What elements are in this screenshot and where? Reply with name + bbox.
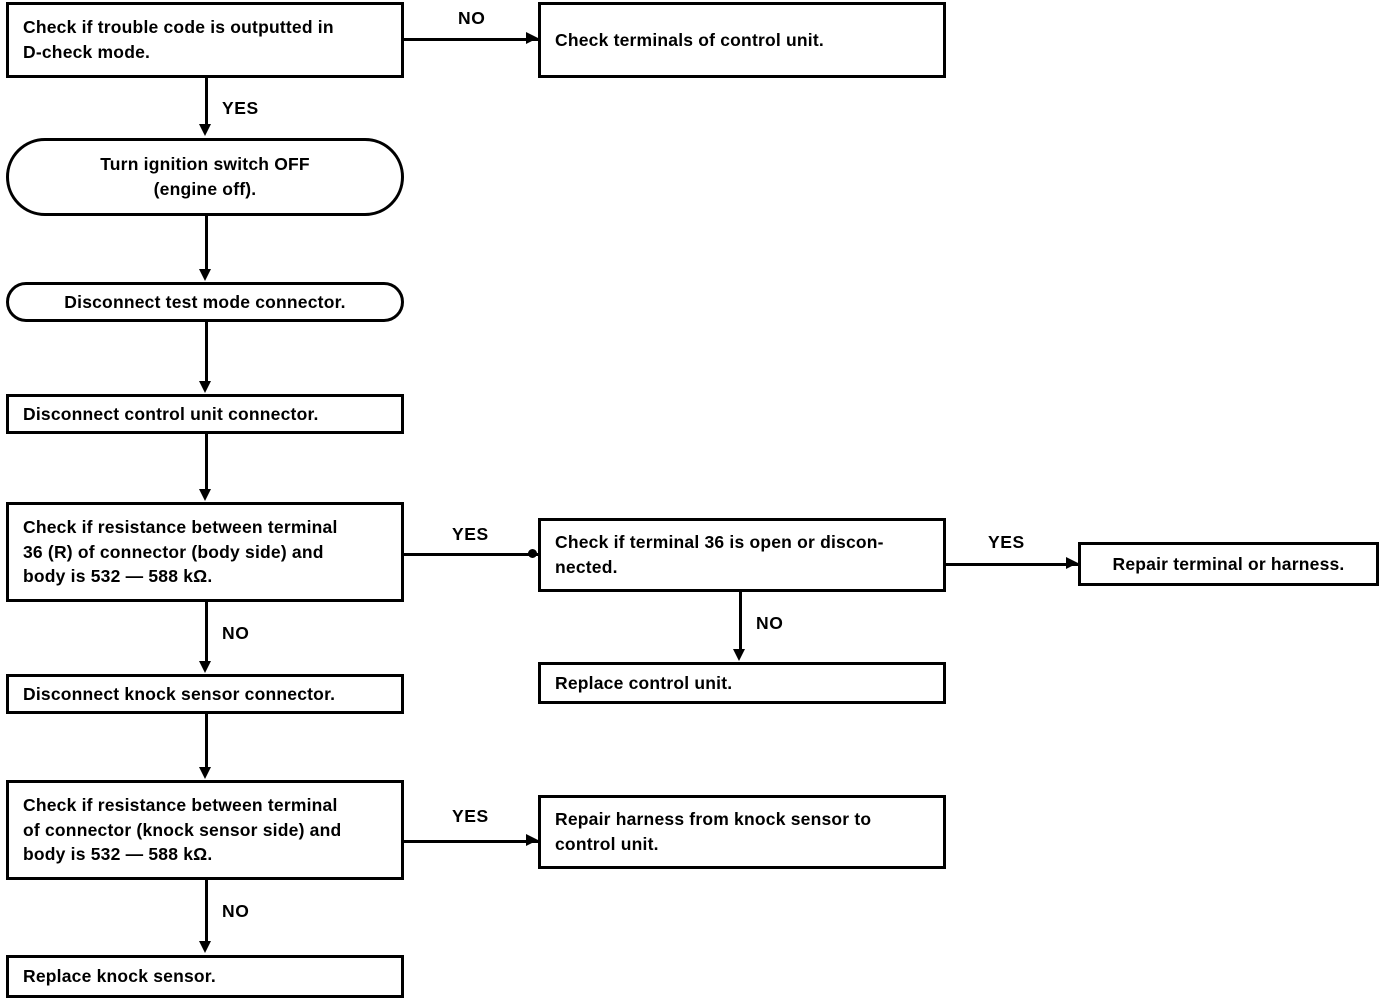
node-check-resistance-body-side[interactable]: Check if resistance between terminal 36 … — [6, 502, 404, 602]
edge-label-no-1: NO — [458, 8, 486, 28]
connector-test-mode-to-control-unit-connector — [205, 322, 208, 384]
node-repair-terminal-or-harness[interactable]: Repair terminal or harness. — [1078, 542, 1379, 586]
node-check-terminal-36-open[interactable]: Check if terminal 36 is open or discon- … — [538, 518, 946, 592]
node-disconnect-knock-sensor-connector-label: Disconnect knock sensor connector. — [23, 683, 336, 704]
arrowhead-to-control-unit-connector — [199, 381, 211, 393]
node-disconnect-test-mode-connector-label: Disconnect test mode connector. — [64, 291, 346, 312]
node-repair-harness-knock-sensor-label: Repair harness from knock sensor to cont… — [555, 809, 872, 854]
node-check-terminal-36-open-label: Check if terminal 36 is open or discon- … — [555, 532, 884, 577]
arrowhead-to-check-terminals — [526, 32, 538, 44]
node-turn-ignition-off[interactable]: Turn ignition switch OFF (engine off). — [6, 138, 404, 216]
arrowhead-to-test-mode — [199, 269, 211, 281]
connector-trouble-code-to-check-terminals — [404, 38, 538, 41]
node-check-terminals-control-unit-label: Check terminals of control unit. — [555, 29, 824, 50]
junction-dot-terminal36 — [528, 549, 537, 558]
node-repair-terminal-or-harness-label: Repair terminal or harness. — [1112, 553, 1345, 574]
node-repair-harness-knock-sensor[interactable]: Repair harness from knock sensor to cont… — [538, 795, 946, 869]
node-replace-knock-sensor-label: Replace knock sensor. — [23, 966, 216, 987]
edge-label-no-4: NO — [222, 901, 250, 921]
edge-label-no-3: NO — [222, 623, 250, 643]
connector-ignition-off-to-test-mode — [205, 216, 208, 272]
connector-trouble-code-to-ignition-off — [205, 78, 208, 126]
arrowhead-to-resistance-check — [199, 489, 211, 501]
arrowhead-to-disconnect-knock-sensor — [199, 661, 211, 673]
node-check-resistance-body-side-label: Check if resistance between terminal 36 … — [23, 516, 338, 587]
edge-label-yes-1: YES — [222, 98, 259, 118]
arrowhead-to-repair-harness — [526, 834, 538, 846]
node-check-trouble-code[interactable]: Check if trouble code is outputted in D-… — [6, 2, 404, 78]
arrowhead-to-replace-knock-sensor — [199, 941, 211, 953]
node-check-terminals-control-unit[interactable]: Check terminals of control unit. — [538, 2, 946, 78]
connector-control-unit-connector-to-resistance-check — [205, 434, 208, 492]
node-disconnect-control-unit-connector-label: Disconnect control unit connector. — [23, 403, 319, 424]
connector-resistance-body-to-terminal36 — [404, 553, 542, 556]
connector-resistance-knock-to-replace-knock-sensor — [205, 880, 208, 944]
node-check-resistance-knock-sensor-side[interactable]: Check if resistance between terminal of … — [6, 780, 404, 880]
node-replace-knock-sensor[interactable]: Replace knock sensor. — [6, 955, 404, 998]
node-check-trouble-code-label: Check if trouble code is outputted in D-… — [23, 17, 334, 62]
edge-label-yes-2: YES — [452, 524, 489, 544]
connector-terminal36-to-repair-terminal — [946, 563, 1078, 566]
edge-label-yes-3: YES — [988, 532, 1025, 552]
node-disconnect-control-unit-connector[interactable]: Disconnect control unit connector. — [6, 394, 404, 434]
connector-disconnect-knock-sensor-to-resistance-check-2 — [205, 714, 208, 770]
connector-resistance-knock-to-repair-harness — [404, 840, 538, 843]
node-replace-control-unit-label: Replace control unit. — [555, 672, 733, 693]
arrowhead-to-replace-control-unit — [733, 649, 745, 661]
arrowhead-to-resistance-check-2 — [199, 767, 211, 779]
connector-terminal36-to-replace-control-unit — [739, 592, 742, 652]
arrowhead-to-ignition-off — [199, 124, 211, 136]
edge-label-yes-4: YES — [452, 806, 489, 826]
node-check-resistance-knock-sensor-side-label: Check if resistance between terminal of … — [23, 794, 342, 865]
node-replace-control-unit[interactable]: Replace control unit. — [538, 662, 946, 704]
edge-label-no-2: NO — [756, 613, 784, 633]
node-turn-ignition-off-label: Turn ignition switch OFF (engine off). — [100, 154, 310, 199]
node-disconnect-test-mode-connector[interactable]: Disconnect test mode connector. — [6, 282, 404, 322]
connector-resistance-body-to-disconnect-knock-sensor — [205, 602, 208, 664]
arrowhead-to-repair-terminal — [1066, 557, 1078, 569]
node-disconnect-knock-sensor-connector[interactable]: Disconnect knock sensor connector. — [6, 674, 404, 714]
